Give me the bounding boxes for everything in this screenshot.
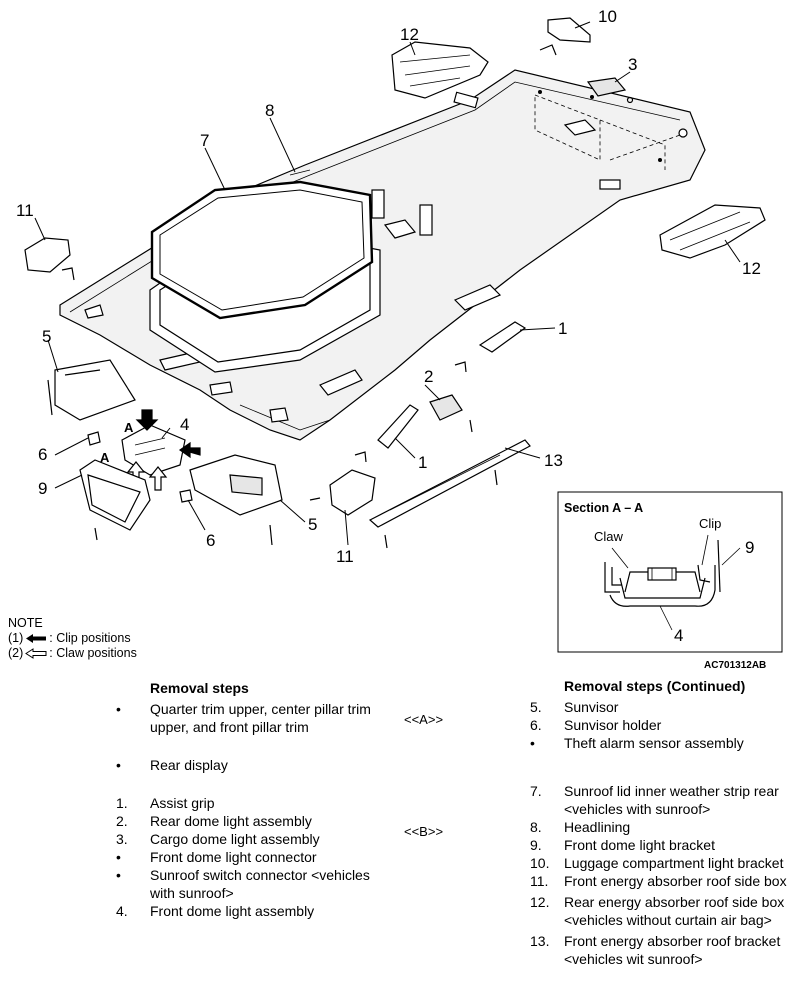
roof-bracket: [368, 439, 531, 549]
sunvisor-left: [47, 359, 136, 421]
note-line-claw: (2) : Claw positions: [8, 646, 137, 660]
step-item: 6.Sunvisor holder: [530, 717, 662, 733]
note-block: NOTE (1) : Clip positions (2) : Claw pos…: [8, 616, 137, 661]
callout-9-section: 9: [745, 538, 754, 557]
callout-12-right: 12: [742, 259, 761, 278]
rear-energy-absorber-right: [659, 204, 766, 259]
removal-steps-continued-heading: Removal steps (Continued): [564, 678, 746, 694]
sunvisor-right: [189, 454, 283, 546]
callout-5-left: 5: [42, 327, 51, 346]
callout-5-right: 5: [308, 515, 317, 534]
procedure-tag-a: <<A>>: [404, 712, 444, 727]
step-item: 8.Headlining: [530, 819, 631, 835]
step-item: 13.Front energy absorber roof bracket <v…: [530, 933, 781, 967]
callout-8: 8: [265, 101, 274, 120]
callout-12-top: 12: [400, 25, 419, 44]
step-item: 7.Sunroof lid inner weather strip rear <…: [530, 783, 779, 817]
callout-3: 3: [628, 55, 637, 74]
section-mark-a-top: A: [124, 420, 134, 435]
callout-4-section: 4: [674, 626, 683, 645]
step-item: 10.Luggage compartment light bracket: [530, 855, 784, 871]
callout-10: 10: [598, 7, 617, 26]
clip-icon: [678, 128, 688, 138]
sunvisor-holder-left: [87, 431, 101, 446]
step-item: •Theft alarm sensor assembly: [530, 735, 744, 751]
section-a-a-box: Section A – A Claw Clip 9 4: [557, 491, 783, 653]
sunroof-weather-strip: [149, 180, 381, 373]
callout-4-main: 4: [180, 415, 189, 434]
step-item: •Front dome light connector: [116, 849, 317, 865]
callout-6-left: 6: [38, 445, 47, 464]
step-item: 3.Cargo dome light assembly: [116, 831, 320, 847]
cargo-dome-light: [586, 77, 634, 104]
step-item: 12.Rear energy absorber roof side box <v…: [530, 894, 785, 928]
callout-6-right: 6: [206, 531, 215, 550]
reference-code: AC701312AB: [704, 660, 767, 671]
note-line-clip: (1) : Clip positions: [8, 631, 131, 645]
removal-steps-left: Removal steps •Quarter trim upper, cente…: [116, 679, 396, 920]
clip-arrow-icon: [178, 441, 201, 459]
callout-13: 13: [544, 451, 563, 470]
claw-label: Claw: [594, 529, 624, 544]
removal-steps-heading: Removal steps: [150, 680, 249, 696]
callout-11-left: 11: [16, 201, 34, 220]
step-item: 5.Sunvisor: [530, 699, 619, 715]
callout-1-front: 1: [418, 453, 427, 472]
leader-lines: [34, 21, 741, 546]
step-item: 4.Front dome light assembly: [116, 903, 315, 919]
callout-7: 7: [200, 131, 209, 150]
step-item: •Sunroof switch connector <vehicles with…: [116, 867, 370, 901]
sunvisor-holder-right: [179, 489, 193, 503]
step-item: 11.Front energy absorber roof side box: [530, 873, 787, 889]
assist-grip-rear: [454, 321, 527, 373]
callout-9-main: 9: [38, 479, 47, 498]
claw-arrow-icon: [148, 466, 168, 491]
clip-arrow-icon: [135, 409, 159, 431]
energy-absorber-front: [309, 469, 376, 516]
note-title: NOTE: [8, 616, 43, 630]
energy-absorber-left: [24, 237, 75, 281]
rear-dome-light: [429, 394, 473, 433]
claw-arrow-icon: [25, 648, 47, 659]
luggage-light-bracket: [539, 17, 591, 56]
callout-2: 2: [424, 367, 433, 386]
step-item: 9.Front dome light bracket: [530, 837, 715, 853]
callout-11-front: 11: [336, 547, 354, 566]
section-title: Section A – A: [564, 501, 643, 515]
removal-steps-right: Removal steps (Continued) 5.Sunvisor 6.S…: [530, 677, 808, 968]
rear-energy-absorber-top: [391, 41, 489, 99]
step-item: •Quarter trim upper, center pillar trim …: [116, 701, 371, 735]
front-dome-light-bracket: [79, 459, 151, 541]
step-item: 2.Rear dome light assembly: [116, 813, 312, 829]
step-item: •Rear display: [116, 757, 228, 773]
section-mark-a-side: A: [100, 450, 110, 465]
step-item: 1.Assist grip: [116, 795, 215, 811]
callout-1-rear: 1: [558, 319, 567, 338]
assist-grip-front: [354, 404, 419, 463]
procedure-tag-b: <<B>>: [404, 824, 444, 839]
clip-label: Clip: [699, 516, 721, 531]
headlining-exploded-diagram: 10 12 3 8 7 11 12 1 5 2 4 A A 6 1 13 9 5…: [16, 7, 783, 653]
clip-arrow-icon: [26, 634, 47, 643]
